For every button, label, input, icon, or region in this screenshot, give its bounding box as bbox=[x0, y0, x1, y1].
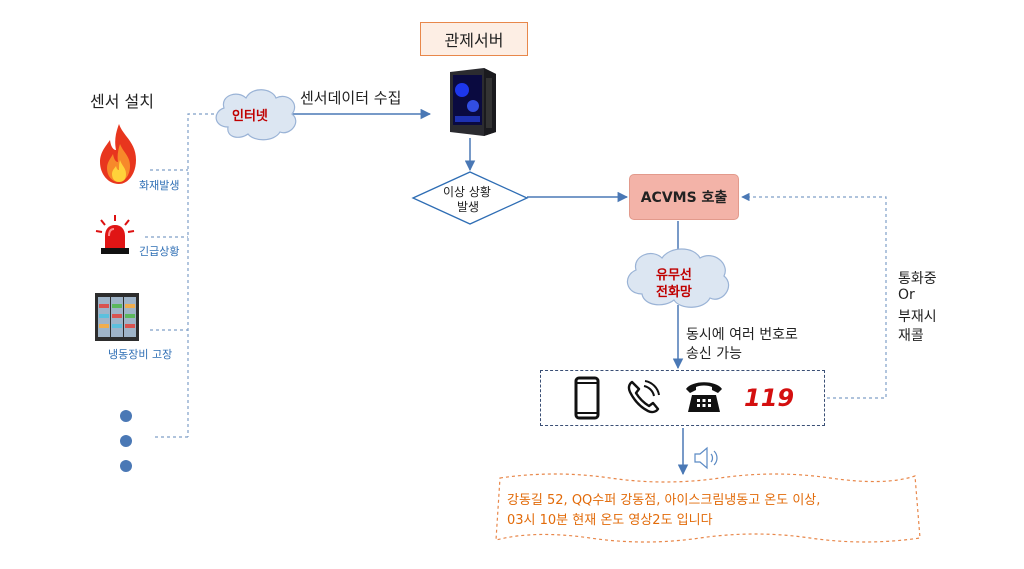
devices-box bbox=[540, 370, 825, 426]
telephone-icon bbox=[686, 382, 722, 412]
server-title-box: 관제서버 bbox=[420, 22, 528, 56]
send-note-line1: 동시에 여러 번호로 bbox=[686, 327, 798, 343]
message-line1: 강동길 52, QQ수퍼 강동점, 아이스크림냉동고 온도 이상, bbox=[507, 493, 821, 508]
phone-net-cloud-shape bbox=[626, 248, 730, 308]
phone-net-label-line2: 전화망 bbox=[656, 285, 692, 300]
sensor-label-freezer: 냉동장비 고장 bbox=[108, 348, 173, 361]
sensor-data-collect-label: 센서데이터 수집 bbox=[300, 89, 402, 107]
phone-net-label-line1: 유무선 bbox=[656, 268, 692, 283]
speaker-icon bbox=[694, 446, 718, 470]
send-note-line2: 송신 가능 bbox=[686, 346, 742, 362]
phone-call-icon bbox=[627, 380, 660, 414]
decision-label-line1: 이상 상황 bbox=[443, 185, 491, 199]
retry-note-line3: 부재시 bbox=[898, 309, 937, 325]
acvms-call-label: ACVMS 호출 bbox=[640, 190, 728, 206]
refrigerator-icon bbox=[95, 293, 139, 341]
sensor-install-header: 센서 설치 bbox=[90, 92, 154, 111]
message-line2: 03시 10분 현재 온도 영상2도 입니다 bbox=[507, 513, 713, 528]
siren-icon bbox=[95, 215, 135, 254]
server-title: 관제서버 bbox=[444, 31, 504, 50]
emergency-119-icon: 119 bbox=[744, 384, 794, 410]
fire-icon bbox=[100, 124, 136, 184]
sensor-label-fire: 화재발생 bbox=[139, 179, 180, 192]
internet-cloud-shape bbox=[215, 89, 297, 141]
decision-diamond-shape bbox=[411, 171, 529, 225]
retry-note-line4: 재콜 bbox=[898, 328, 924, 344]
internet-label: 인터넷 bbox=[232, 109, 268, 124]
emergency-119-text: 119 bbox=[744, 384, 794, 410]
mobile-phone-icon bbox=[574, 376, 600, 420]
retry-note-line2: Or bbox=[898, 287, 915, 303]
retry-loop-line bbox=[741, 192, 887, 399]
message-scroll-shape bbox=[495, 473, 921, 543]
acvms-call-box: ACVMS 호출 bbox=[629, 174, 739, 220]
more-sensors-ellipsis bbox=[120, 410, 132, 472]
sensor-bus-line bbox=[187, 113, 220, 437]
server-tower-icon bbox=[450, 68, 496, 136]
sensor-label-emergency: 긴급상황 bbox=[139, 245, 180, 258]
decision-label-line2: 발생 bbox=[457, 200, 480, 214]
retry-note-line1: 통화중 bbox=[898, 271, 937, 287]
